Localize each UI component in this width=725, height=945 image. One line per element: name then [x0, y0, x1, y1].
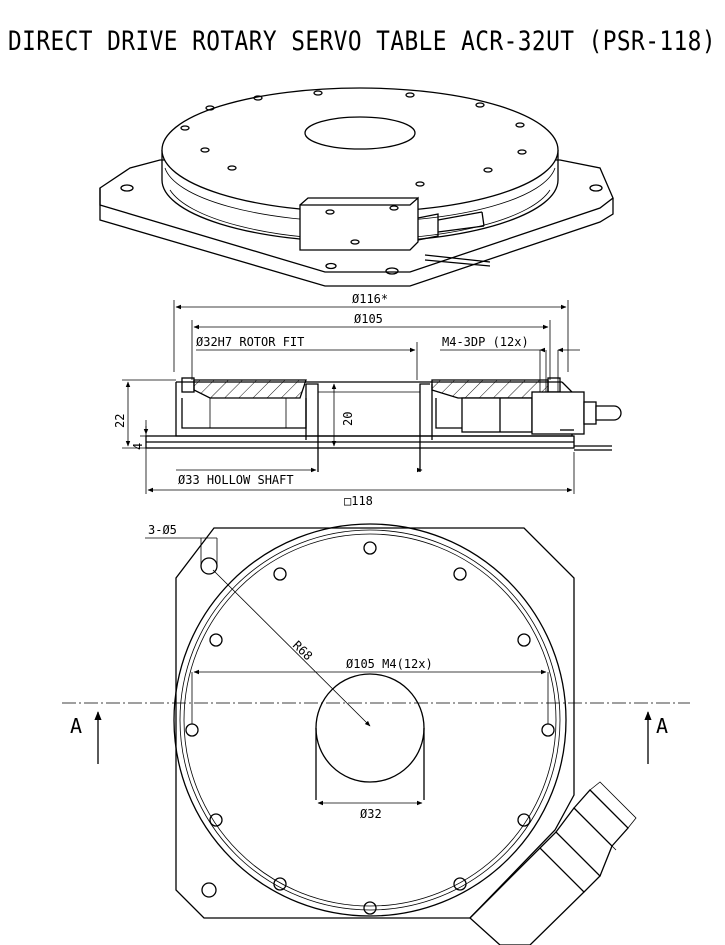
dim-bolt-circle: Ø105: [354, 312, 383, 326]
dim-corner-holes: 3-Ø5: [148, 523, 177, 537]
dim-bolt-circle-plan: Ø105 M4(12x): [346, 657, 433, 671]
section-label-left: A: [70, 714, 82, 738]
dim-mount-holes: M4-3DP (12x): [442, 335, 529, 349]
dim-square-size: □118: [344, 494, 373, 508]
section-label-right: A: [656, 714, 668, 738]
dim-base-thickness: 4: [131, 443, 145, 450]
isometric-view: [99, 87, 614, 287]
dim-outer-diameter: Ø116*: [352, 292, 388, 306]
dim-bore-depth: 20: [341, 412, 355, 426]
dim-rotor-fit: Ø32H7 ROTOR FIT: [196, 335, 304, 349]
dim-radius: R68: [290, 638, 315, 663]
plan-view: 3-Ø5 R68 Ø105 M4(12x) Ø32 A A: [62, 523, 690, 945]
section-view: Ø116* Ø105 Ø32H7 ROTOR FIT M4-3DP (12x): [113, 292, 622, 508]
dim-height-total: 22: [113, 414, 127, 428]
dim-bore-plan: Ø32: [360, 807, 382, 821]
dim-hollow-shaft: Ø33 HOLLOW SHAFT: [178, 473, 294, 487]
drawing-title: DIRECT DRIVE ROTARY SERVO TABLE ACR-32UT…: [8, 26, 716, 57]
